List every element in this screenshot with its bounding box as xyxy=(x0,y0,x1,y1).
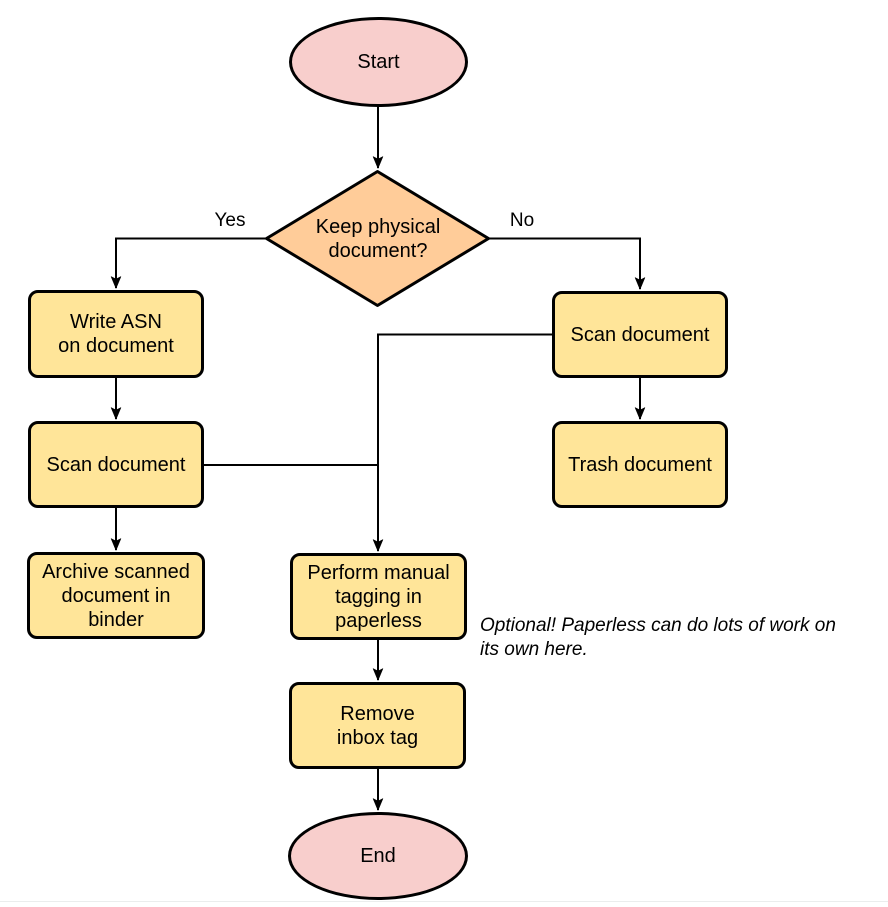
node-write-asn-label: Write ASN on document xyxy=(58,311,174,357)
node-scan-right-label: Scan document xyxy=(570,323,710,346)
decision-diamond-shape xyxy=(265,170,490,307)
edge-decision-no-to-scan-right xyxy=(489,237,646,290)
node-archive-label: Archive scanned document in binder xyxy=(42,560,190,631)
note-optional: Optional! Paperless can do lots of work … xyxy=(480,614,836,661)
node-trash-document: Trash document xyxy=(552,421,728,508)
node-start: Start xyxy=(289,17,468,107)
node-scan-document-left: Scan document xyxy=(28,421,204,508)
node-decision-keep-physical: Keep physical document? xyxy=(290,170,466,307)
node-end-label: End xyxy=(360,845,396,867)
edge-label-yes: Yes xyxy=(205,210,255,232)
node-archive-binder: Archive scanned document in binder xyxy=(27,552,205,639)
node-start-label: Start xyxy=(357,51,400,73)
edge-scan-right-to-tagging xyxy=(372,333,552,552)
node-write-asn: Write ASN on document xyxy=(28,290,204,378)
node-tagging-label: Perform manual tagging in paperless xyxy=(307,561,450,632)
page-bottom-rule xyxy=(0,901,888,902)
edge-label-no: No xyxy=(499,210,545,232)
edge-decision-yes-to-write-asn xyxy=(110,237,266,289)
node-perform-tagging: Perform manual tagging in paperless xyxy=(290,553,467,640)
node-remove-inbox-tag: Remove inbox tag xyxy=(289,682,466,769)
node-decision-label: Keep physical document? xyxy=(315,215,441,262)
node-end: End xyxy=(288,812,468,900)
node-trash-label: Trash document xyxy=(568,453,712,476)
node-scan-left-label: Scan document xyxy=(46,453,186,476)
node-remove-inbox-label: Remove inbox tag xyxy=(336,702,419,749)
node-scan-document-right: Scan document xyxy=(552,291,728,378)
